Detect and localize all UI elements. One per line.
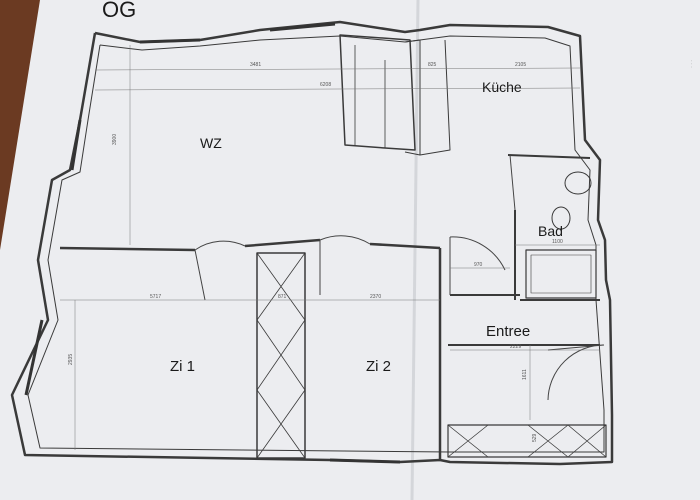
dim-line-entree — [450, 345, 600, 420]
window-bottom — [329, 458, 401, 464]
dim-top-inner: 3481 — [250, 62, 261, 68]
door-kitchen — [509, 154, 516, 211]
windows — [24, 22, 401, 464]
shaft-cross — [256, 252, 306, 459]
dim-zi-height: 2935 — [68, 354, 74, 365]
dim-bad-width: 1100 — [552, 239, 563, 245]
dim-door-width: 970 — [474, 262, 483, 268]
wall-bad — [507, 154, 600, 301]
room-label-zi1: Zi 1 — [170, 358, 195, 375]
dim-kitchen-width: 2105 — [515, 62, 526, 68]
paper-fold — [410, 0, 420, 500]
walls — [10, 20, 614, 466]
floor-label: OG — [102, 0, 136, 22]
door-zi1 — [194, 240, 246, 301]
stair-shaft — [256, 252, 306, 459]
wall-entree-top — [448, 294, 600, 346]
doors — [194, 154, 605, 401]
shower-inner — [530, 254, 592, 294]
door-zi2 — [319, 235, 371, 295]
dim-entree-height: 1611 — [522, 369, 528, 380]
dim-wz-height: 3900 — [112, 134, 118, 145]
shower-tray — [525, 249, 597, 299]
outer-wall — [10, 20, 614, 466]
inner-wall — [27, 35, 605, 453]
dim-kitchen-top: 825 — [428, 62, 437, 68]
wc-bowl — [551, 206, 571, 230]
dim-top-outer: 6208 — [320, 82, 331, 88]
window-top-mid — [269, 22, 336, 32]
kitchen-block — [339, 34, 416, 151]
dim-closet-depth: 529 — [532, 433, 538, 442]
dimension-lines — [60, 45, 600, 450]
kitchen-lines — [354, 45, 386, 148]
window-zi1 — [24, 319, 44, 396]
room-label-kueche: Küche — [482, 79, 522, 95]
room-label-zi2: Zi 2 — [366, 358, 391, 375]
dim-zi-width: 5717 — [150, 294, 161, 300]
closet-cross — [447, 424, 607, 458]
kitchen-counter — [404, 39, 451, 156]
room-label-entree: Entree — [486, 323, 530, 340]
room-label-bad: Bad — [538, 223, 563, 239]
washbasin — [564, 171, 592, 195]
dim-line-top — [94, 67, 581, 91]
door-entree — [449, 236, 506, 295]
door-main — [547, 344, 605, 401]
closet — [447, 424, 607, 458]
window-left — [70, 119, 82, 171]
margin-note: · · · — [688, 60, 694, 68]
dim-stair-width: 871 — [278, 294, 287, 300]
room-label-wz: WZ — [200, 135, 222, 151]
wall-wz-zi — [59, 238, 321, 252]
dim-zi2-width: 2370 — [370, 294, 381, 300]
window-top-left — [139, 38, 201, 44]
dim-entree-width: 2229 — [510, 344, 521, 350]
wall-zi2-top — [369, 242, 441, 250]
